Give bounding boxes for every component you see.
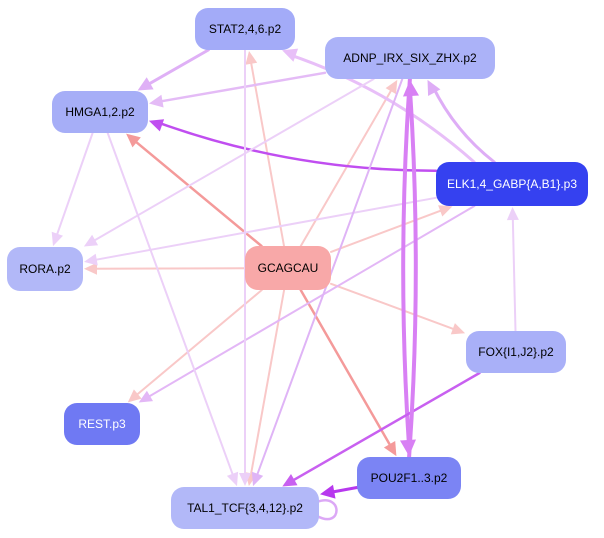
edge-elk-to-rest [143,205,476,401]
edge-gcag-to-rest [132,289,263,399]
edge-arrowhead-elk-to-adnp [427,79,441,96]
edge-arrowhead-gcag-to-elk [438,205,453,217]
node-gcag[interactable]: GCAGCAU [245,246,331,290]
node-box [171,487,319,529]
node-label: REST.p3 [78,417,126,431]
edge-fox-to-elk [511,212,517,332]
node-label: ELK1,4_GABP{A,B1}.p3 [447,177,577,191]
node-pou[interactable]: POU2F1..3.p2 [357,457,461,499]
node-box [436,162,588,206]
node-box [325,37,495,79]
node-elk[interactable]: ELK1,4_GABP{A,B1}.p3 [436,162,588,206]
node-label: POU2F1..3.p2 [371,471,448,485]
edge-arrowhead-adnp-to-tal [251,471,264,487]
edge-gcag-to-tal [249,289,286,481]
edge-arrowhead-hmga-to-rora [51,231,63,247]
edge-gcag-to-rora [89,267,246,270]
edge-hmga-to-rora [54,132,94,241]
node-tal[interactable]: TAL1_TCF{3,4,12}.p2 [171,487,319,529]
edge-adnp-to-rora [88,78,375,245]
edge-elk-to-rora [89,196,437,262]
edge-layer [51,48,519,521]
edge-arrowhead-fox-to-elk [506,207,519,221]
edge-arrowhead-pou-to-tal [320,484,336,499]
edge-arrowhead-gcag-to-rora [84,262,97,275]
node-label: RORA.p2 [19,262,71,276]
edge-fox-to-tal [287,371,481,485]
node-label: ADNP_IRX_SIX_ZHX.p2 [343,51,477,65]
edge-pou-to-adnp [407,86,418,459]
edge-arrowhead-stat-to-hmga [137,77,154,91]
edge-arrowhead-fox-to-tal [282,474,298,487]
edge-arrowhead-gcag-to-pou [383,441,397,457]
edge-gcag-to-hmga [130,137,263,248]
edge-arrowhead-gcag-to-hmga [126,133,141,148]
edge-elk-to-stat [287,52,476,164]
edge-arrowhead-gcag-to-adnp [385,79,398,95]
node-stat[interactable]: STAT2,4,6.p2 [195,8,295,50]
node-layer: STAT2,4,6.p2ADNP_IRX_SIX_ZHX.p2HMGA1,2.p… [7,8,588,529]
node-box [7,247,83,291]
edge-gcag-to-pou [299,288,395,452]
edge-arrowhead-adnp-to-hmga [149,94,164,108]
node-box [466,331,566,373]
edge-gcag-to-stat [249,56,285,247]
node-box [357,457,461,499]
edge-gcag-to-elk [330,207,447,253]
edge-arrowhead-adnp-to-rora [83,234,99,247]
node-label: TAL1_TCF{3,4,12}.p2 [187,501,303,515]
edge-adnp-to-pou [401,77,412,450]
node-box [52,91,148,133]
node-adnp[interactable]: ADNP_IRX_SIX_ZHX.p2 [325,37,495,79]
edge-tal-to-tal [316,499,338,521]
edge-arrowhead-elk-to-rora [84,253,98,266]
node-label: STAT2,4,6.p2 [209,22,282,36]
edge-elk-to-adnp [431,84,496,164]
edge-arrowhead-gcag-to-fox [450,323,466,335]
edge-stat-to-hmga [142,48,210,89]
node-hmga[interactable]: HMGA1,2.p2 [52,91,148,133]
node-fox[interactable]: FOX{I1,J2}.p2 [466,331,566,373]
node-label: GCAGCAU [258,261,319,275]
edge-gcag-to-fox [330,282,460,332]
node-label: HMGA1,2.p2 [65,105,135,119]
node-box [64,403,140,445]
edge-arrowhead-gcag-to-rest [127,389,142,403]
edge-arrowhead-hmga-to-tal [226,471,239,487]
node-rora[interactable]: RORA.p2 [7,247,83,291]
edge-arrowhead-pou-to-adnp [403,80,419,97]
edge-arrowhead-gcag-to-stat [245,51,258,65]
edge-arrowhead-elk-to-stat [282,48,299,62]
edge-arrowhead-stat-to-tal [239,473,251,486]
edge-adnp-to-hmga [154,71,327,104]
node-label: FOX{I1,J2}.p2 [478,345,554,359]
edge-arrowhead-elk-to-rest [138,390,153,403]
edge-elk-to-hmga [154,120,438,172]
node-box [195,8,295,50]
edge-arrowhead-elk-to-hmga [148,119,165,132]
edge-hmga-to-tal [106,132,236,481]
node-box [245,246,331,290]
node-rest[interactable]: REST.p3 [64,403,140,445]
